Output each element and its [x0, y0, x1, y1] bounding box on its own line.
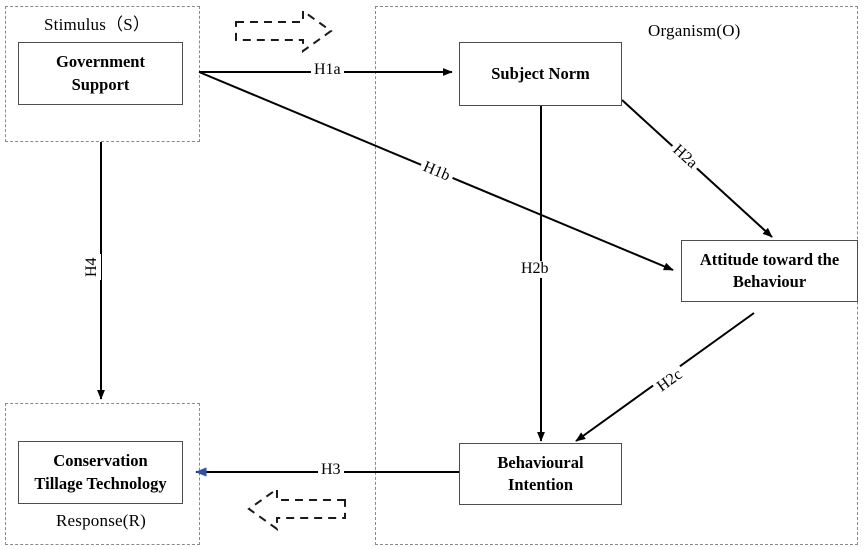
node-subject-norm[interactable]: Subject Norm: [459, 42, 622, 106]
node-line: Conservation: [53, 451, 148, 471]
node-line: Support: [71, 74, 130, 94]
hypothesis-label-h4: H4: [83, 254, 101, 280]
region-stimulus-label: Stimulus（S）: [44, 15, 151, 34]
region-organism-label: Organism(O): [648, 21, 741, 40]
node-conservation-label: Conservation Tillage Technology: [22, 450, 178, 495]
node-line: Attitude toward the: [699, 249, 840, 269]
node-line: Behavioural: [497, 452, 584, 472]
dashed-arrow-right-icon: [235, 9, 333, 53]
hypothesis-label-h2b: H2b: [518, 260, 552, 278]
node-line: Tillage Technology: [34, 473, 167, 493]
hypothesis-label-h3: H3: [318, 461, 344, 479]
node-conservation-tillage-technology[interactable]: Conservation Tillage Technology: [18, 441, 183, 504]
node-line: Behaviour: [732, 272, 807, 291]
node-behavioural-intention[interactable]: Behavioural Intention: [459, 443, 622, 505]
node-government-support[interactable]: Government Support: [18, 42, 183, 105]
node-attitude-toward-the-behaviour[interactable]: Attitude toward the Behaviour: [681, 240, 858, 302]
region-response-label: Response(R): [56, 511, 147, 530]
node-line: Subject Norm: [491, 63, 590, 83]
dashed-arrow-left-icon: [247, 487, 346, 531]
hypothesis-label-h1a: H1a: [311, 61, 344, 79]
node-line: Intention: [507, 475, 574, 494]
node-behavioural-intention-label: Behavioural Intention: [485, 452, 595, 497]
node-subject-norm-label: Subject Norm: [479, 63, 602, 85]
node-attitude-label: Attitude toward the Behaviour: [688, 249, 851, 294]
node-government-support-label: Government Support: [44, 51, 157, 96]
node-line: Government: [56, 52, 145, 72]
